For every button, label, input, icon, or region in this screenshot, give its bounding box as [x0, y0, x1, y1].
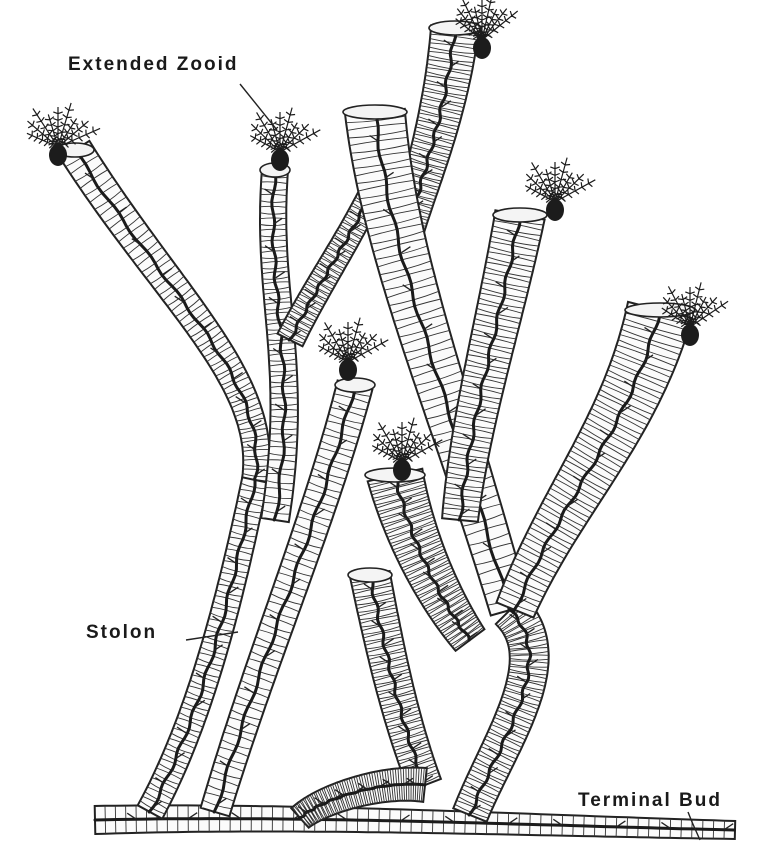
colony-branches: [56, 21, 735, 839]
extended-zooid-label: Extended Zooid: [68, 54, 239, 76]
branch-left-tall: [56, 141, 270, 482]
terminal-bud-label: Terminal Bud: [578, 790, 722, 812]
branch-left-lower: [138, 477, 268, 818]
stolon-label: Stolon: [86, 622, 157, 644]
zooid-left-stem: [250, 108, 320, 171]
branch-far-right: [497, 302, 696, 618]
zooid-leader-line: [240, 84, 277, 130]
zooid-center: [318, 318, 388, 381]
